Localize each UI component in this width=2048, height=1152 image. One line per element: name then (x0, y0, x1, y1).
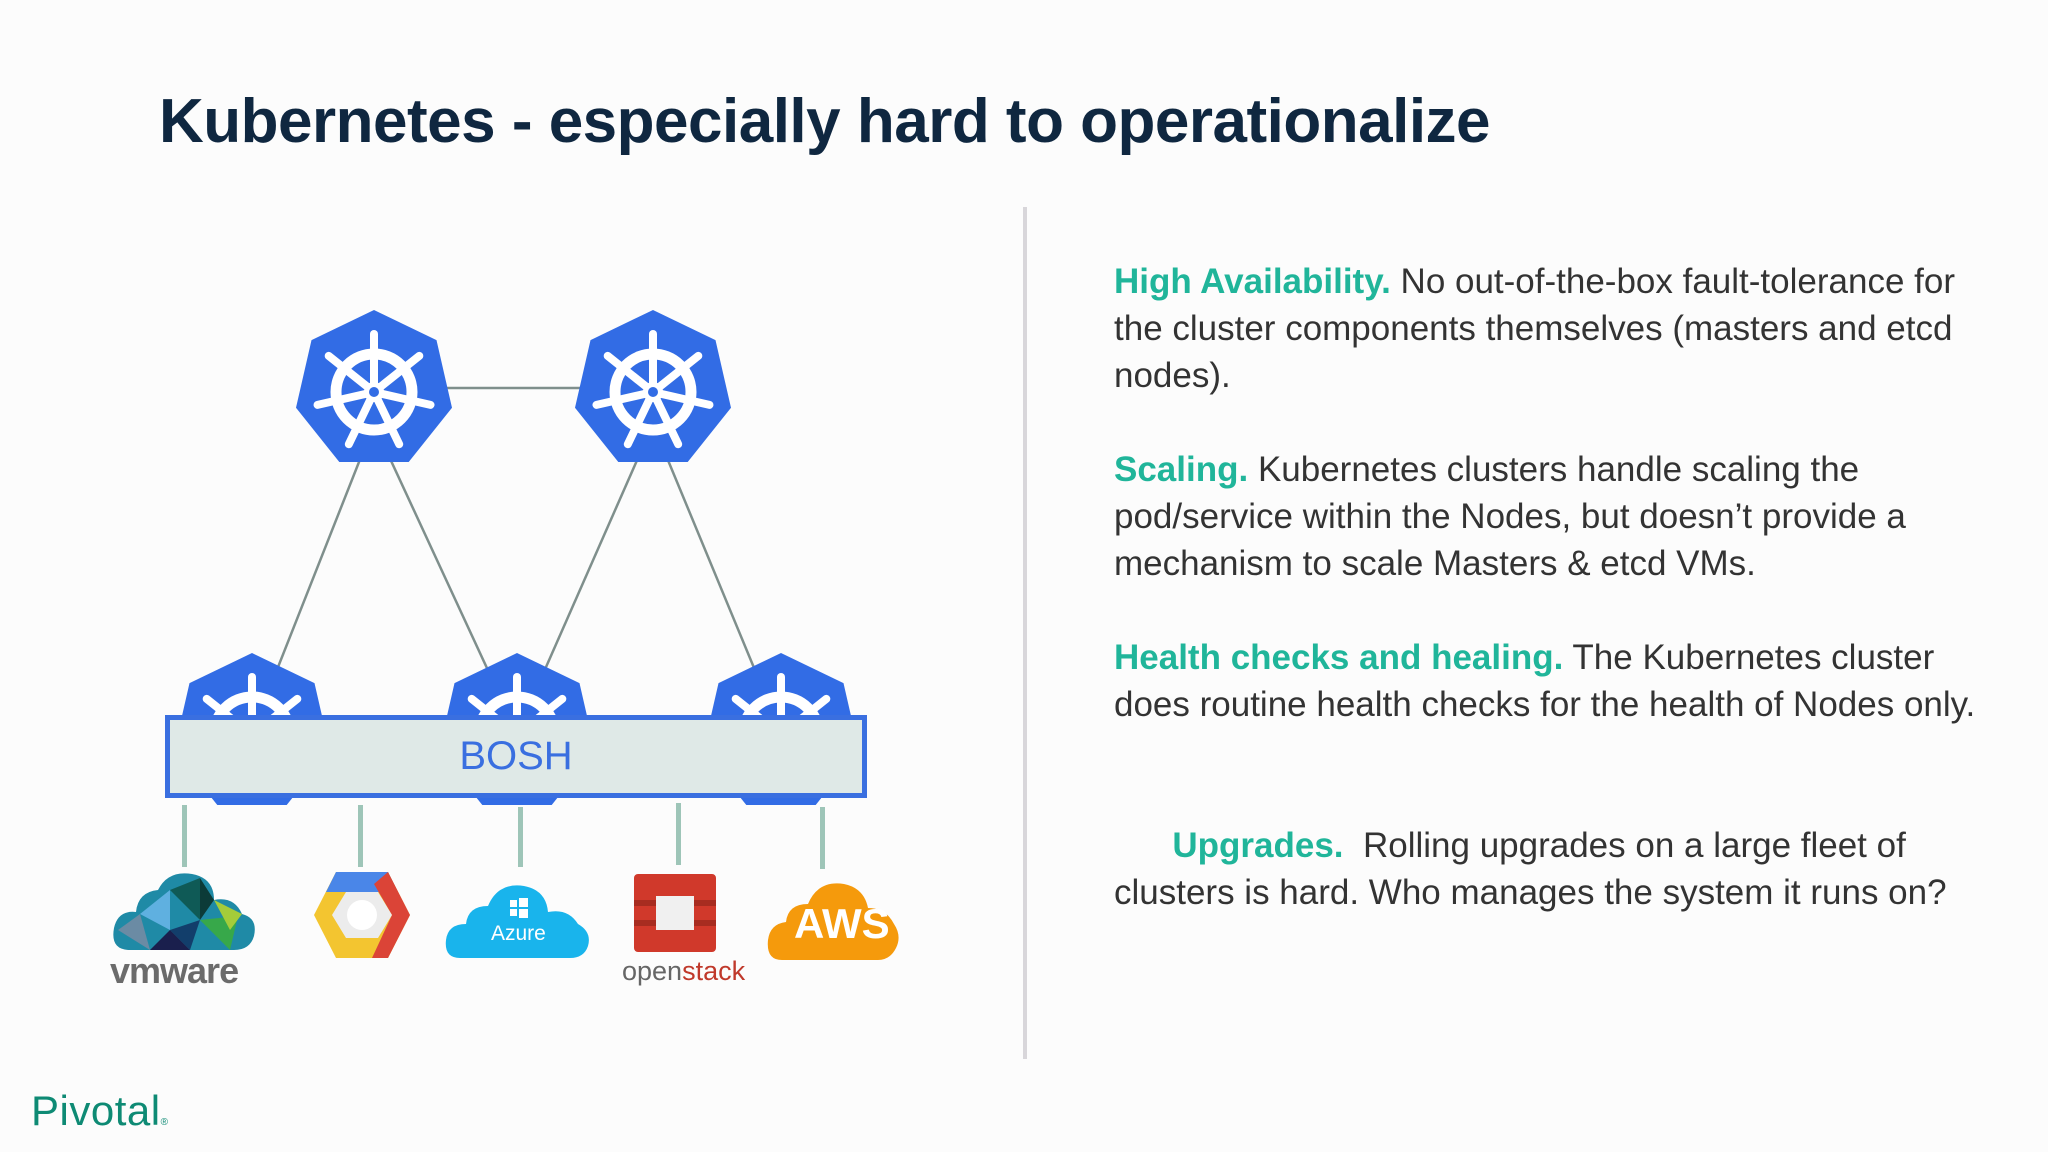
google-cloud-icon (314, 872, 410, 958)
bosh-label: BOSH (459, 734, 573, 778)
bosh-layer: BOSH (165, 715, 867, 798)
aws-cloud-icon (767, 883, 899, 960)
challenges-list: High Availability. No out-of-the-box fau… (1114, 258, 1994, 1010)
kubernetes-node-top-left (296, 310, 452, 462)
provider-google-cloud (312, 870, 412, 960)
point-upgrades: Upgrades. Rolling upgrades on a large fl… (1114, 775, 1994, 963)
aws-label: AWS (794, 900, 890, 947)
vmware-wordmark: vmware (110, 950, 239, 991)
point-heading: High Availability. (1114, 262, 1391, 301)
vertical-divider (1023, 207, 1027, 1059)
connector-vmware (182, 805, 187, 867)
connector-google-cloud (358, 805, 363, 867)
point-scaling: Scaling. Kubernetes clusters handle scal… (1114, 446, 1994, 587)
point-body: The Kubernetes cluster does routine heal… (1114, 638, 1976, 724)
kubernetes-node-top-right (575, 310, 731, 462)
connector-azure (518, 807, 523, 867)
point-heading: Upgrades. (1172, 826, 1344, 865)
slide-title: Kubernetes - especially hard to operatio… (159, 87, 1491, 156)
point-high-availability: High Availability. No out-of-the-box fau… (1114, 258, 1994, 399)
azure-cloud-icon (445, 885, 589, 958)
azure-label: Azure (491, 922, 546, 945)
pivotal-logo: Pivotal® (31, 1087, 169, 1134)
provider-azure: Azure (444, 878, 592, 960)
point-body: Kubernetes clusters handle scaling the p… (1114, 450, 1906, 583)
openstack-icon (634, 874, 716, 952)
provider-openstack: openstack (620, 870, 745, 986)
point-heading: Scaling. (1114, 450, 1249, 489)
connector-openstack (676, 803, 681, 865)
connector-aws (820, 807, 825, 869)
vmware-cloud-icon (113, 873, 255, 950)
point-body: No out-of-the-box fault-tolerance for th… (1114, 262, 1955, 395)
point-health-checks: Health checks and healing. The Kubernete… (1114, 634, 1994, 728)
provider-vmware: vmware (110, 870, 260, 991)
openstack-wordmark: openstack (622, 956, 746, 986)
provider-aws: AWS (766, 878, 900, 962)
point-heading: Health checks and healing. (1114, 638, 1564, 677)
point-body: Rolling upgrades on a large fleet of clu… (1114, 826, 1947, 912)
